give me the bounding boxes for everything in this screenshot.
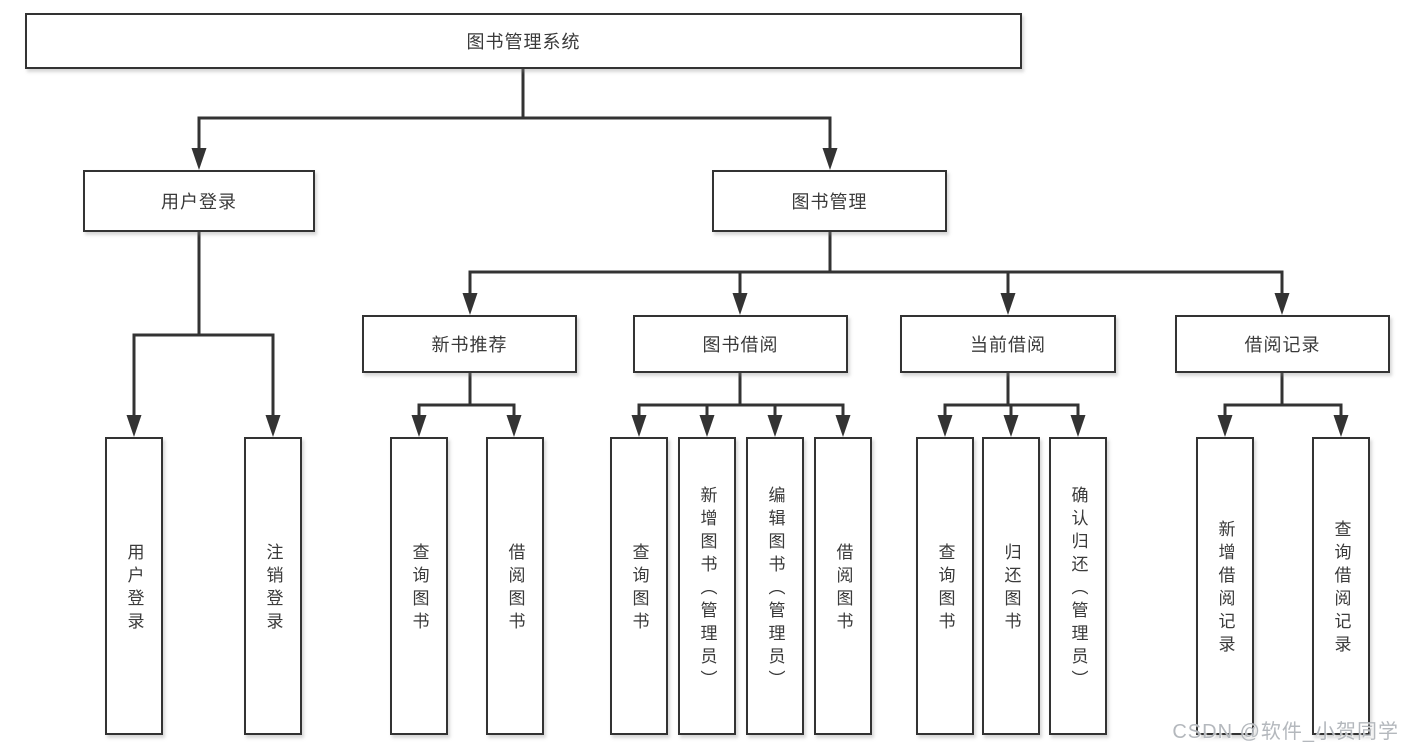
- arrowhead: [767, 415, 783, 437]
- connector-paths: [132, 69, 1343, 419]
- leaf-borrow-books: 借阅图书: [814, 437, 872, 735]
- edge-bookborrow-to-leaves: [637, 373, 845, 419]
- leaf-confirm-return-admin: 确认归还（管理员）: [1049, 437, 1107, 735]
- leaf-query-books-current: 查询图书: [916, 437, 974, 735]
- arrowheads: [126, 148, 1349, 437]
- leaf-query-books-recommend: 查询图书: [390, 437, 448, 735]
- node-book-management: 图书管理: [712, 170, 947, 232]
- arrowhead: [126, 415, 142, 437]
- edge-root-to-level2: [197, 69, 832, 151]
- leaf-logout-login: 注销登录: [244, 437, 302, 735]
- arrowhead: [732, 293, 748, 315]
- arrowhead: [1217, 415, 1233, 437]
- leaf-user-login: 用户登录: [105, 437, 163, 735]
- leaf-add-book-admin: 新增图书（管理员）: [678, 437, 736, 735]
- edge-bookmgmt-to-level3: [468, 232, 1284, 297]
- arrowhead: [1333, 415, 1349, 437]
- arrowhead: [265, 415, 281, 437]
- node-new-book-recommendation: 新书推荐: [362, 315, 577, 373]
- leaf-borrow-books-recommend: 借阅图书: [486, 437, 544, 735]
- arrowhead: [462, 293, 478, 315]
- arrowhead: [411, 415, 427, 437]
- arrowhead: [506, 415, 522, 437]
- arrowhead: [822, 148, 838, 170]
- node-user-login: 用户登录: [83, 170, 315, 232]
- node-library-management-system: 图书管理系统: [25, 13, 1022, 69]
- arrowhead: [1070, 415, 1086, 437]
- arrowhead: [1003, 415, 1019, 437]
- arrowhead: [1000, 293, 1016, 315]
- arrowhead: [191, 148, 207, 170]
- arrowhead: [631, 415, 647, 437]
- arrowhead: [835, 415, 851, 437]
- edge-currentborrow-to-leaves: [943, 373, 1080, 419]
- leaf-edit-book-admin: 编辑图书（管理员）: [746, 437, 804, 735]
- arrowhead: [937, 415, 953, 437]
- csdn-watermark: CSDN @软件_小贺同学: [1172, 721, 1399, 743]
- arrowhead: [699, 415, 715, 437]
- node-current-borrowing: 当前借阅: [900, 315, 1116, 373]
- edge-records-to-leaves: [1223, 373, 1343, 419]
- leaf-query-borrow-record: 查询借阅记录: [1312, 437, 1370, 735]
- edge-newbook-to-leaves: [417, 373, 516, 419]
- leaf-query-books-borrow: 查询图书: [610, 437, 668, 735]
- node-borrowing-records: 借阅记录: [1175, 315, 1390, 373]
- edge-userlogin-to-leaves: [132, 232, 275, 418]
- leaf-return-book: 归还图书: [982, 437, 1040, 735]
- arrowhead: [1274, 293, 1290, 315]
- node-book-borrowing: 图书借阅: [633, 315, 848, 373]
- leaf-add-borrow-record: 新增借阅记录: [1196, 437, 1254, 735]
